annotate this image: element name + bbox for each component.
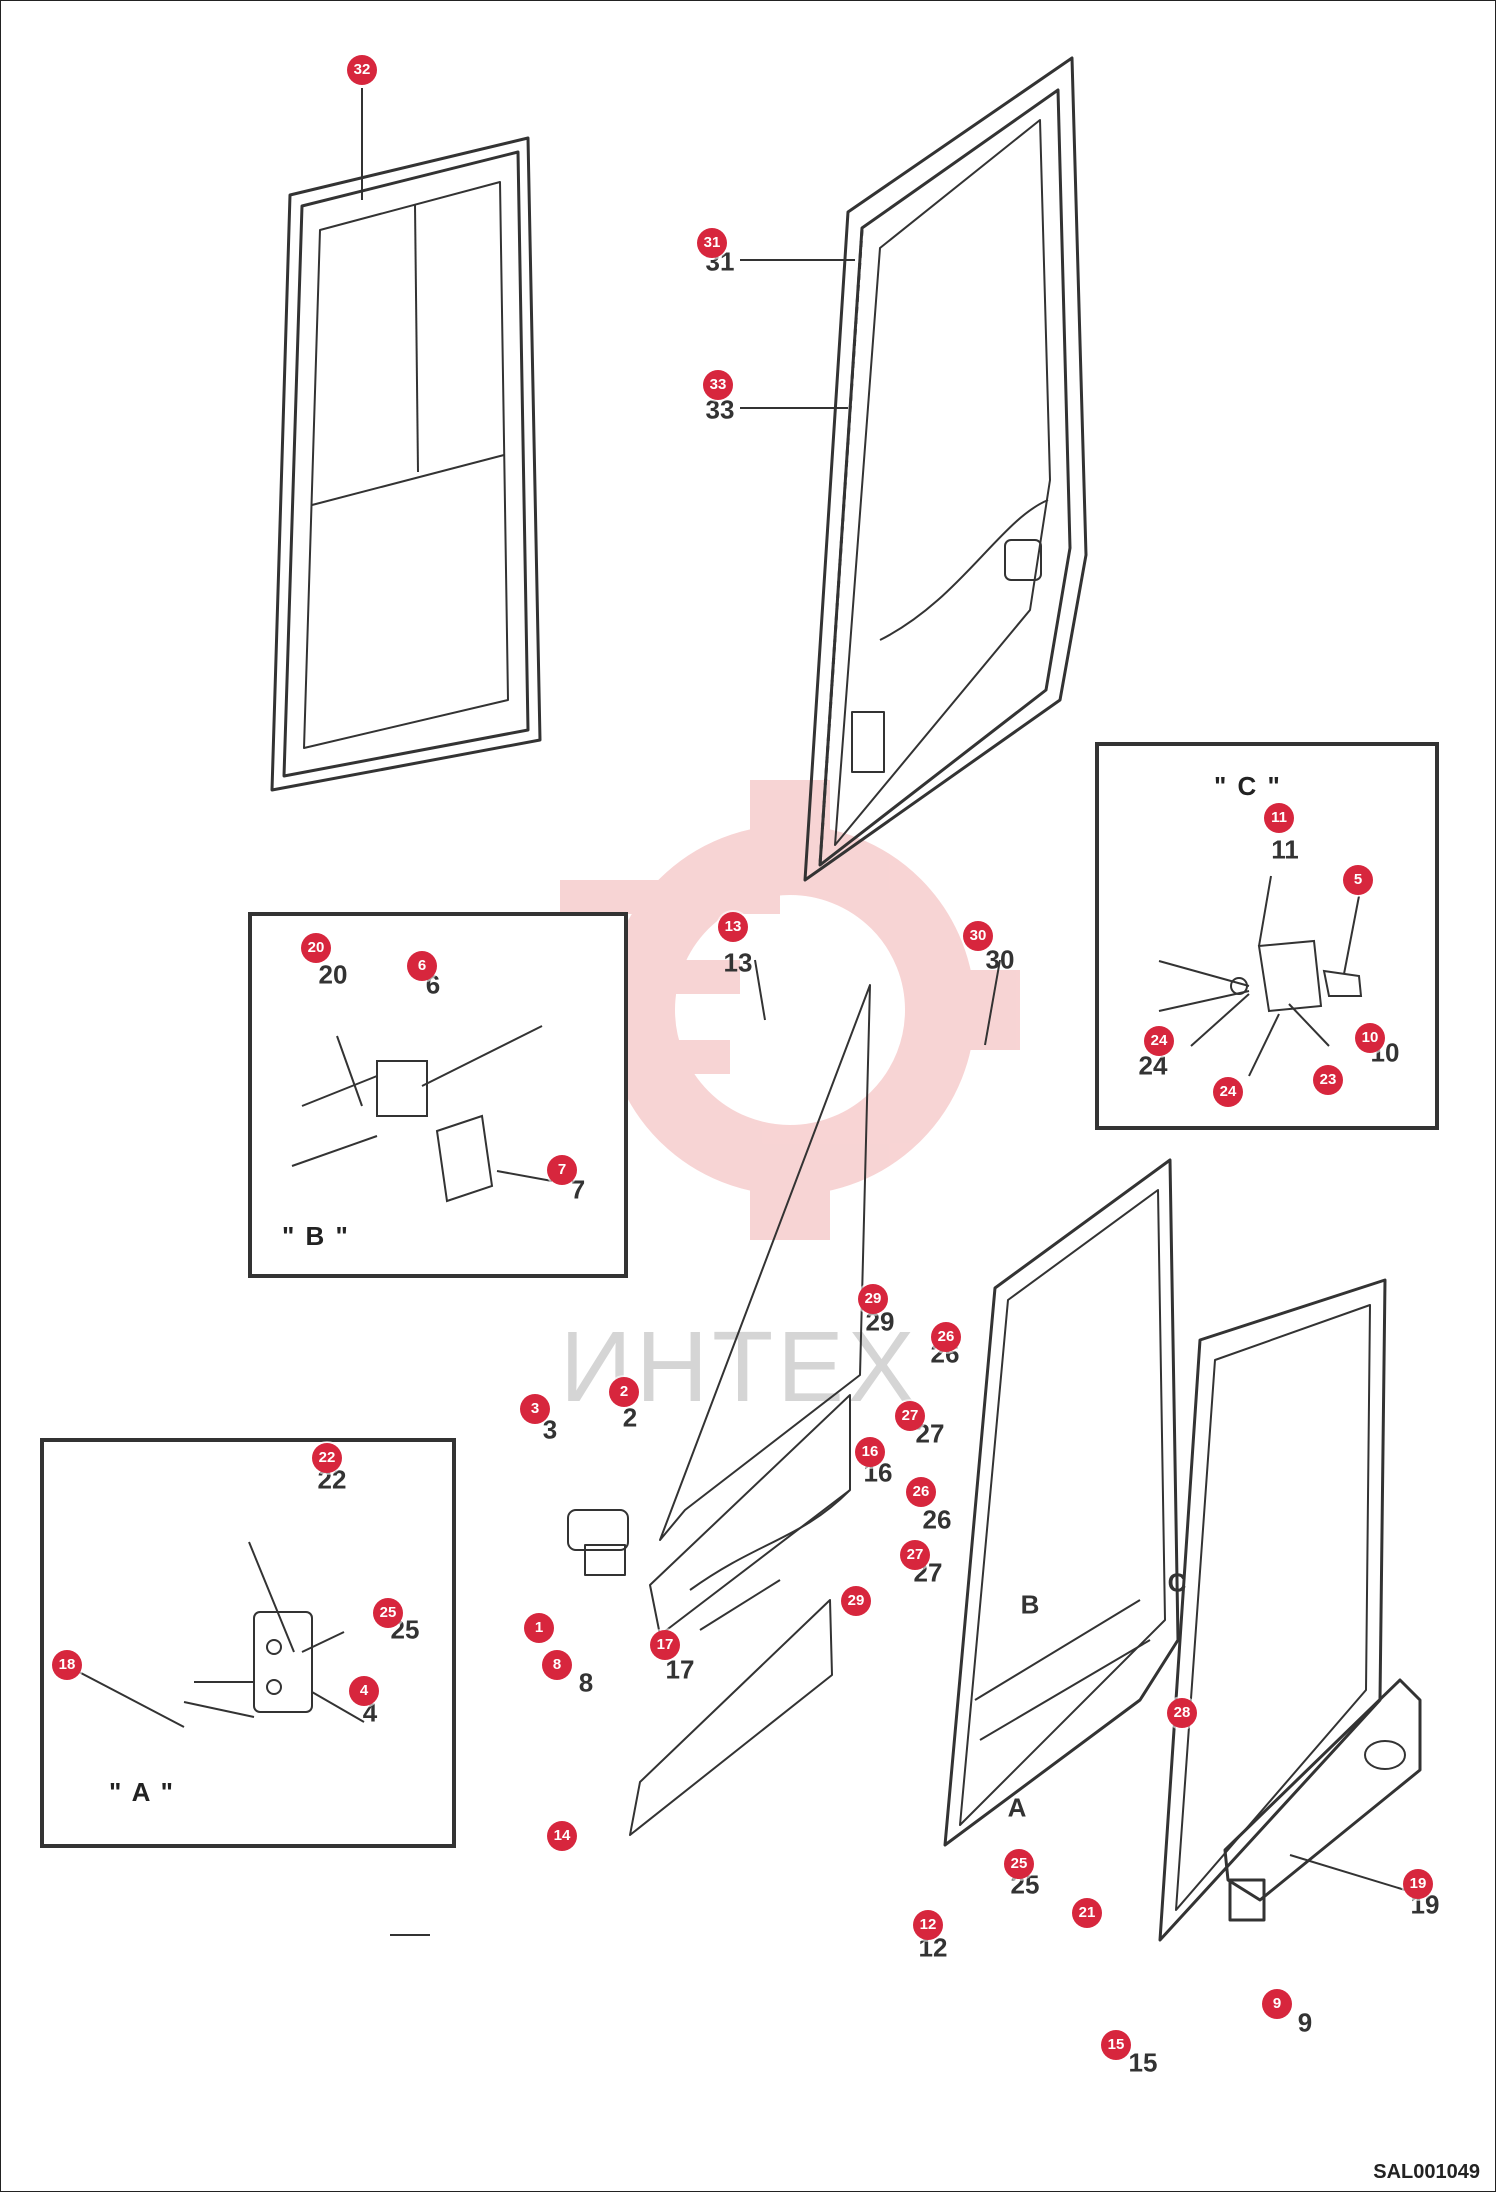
callout-12[interactable]: 12: [913, 1910, 943, 1940]
callout-9[interactable]: 9: [1262, 1989, 1292, 2019]
part-label: 13: [723, 947, 753, 978]
callout-32[interactable]: 32: [347, 55, 377, 85]
callout-18[interactable]: 18: [52, 1650, 82, 1680]
callout-25[interactable]: 25: [373, 1598, 403, 1628]
inset-b-title: " B ": [282, 1221, 350, 1251]
door-hinge: [567, 1509, 629, 1576]
inset-view-c: " C ": [1095, 742, 1439, 1130]
door-frame-upper: [803, 56, 1088, 882]
callout-4[interactable]: 4: [349, 1676, 379, 1706]
callout-23[interactable]: 23: [1313, 1065, 1343, 1095]
callout-6[interactable]: 6: [407, 951, 437, 981]
callout-3[interactable]: 3: [520, 1394, 550, 1424]
inset-b-drawing: [291, 1025, 553, 1203]
callout-17[interactable]: 17: [650, 1630, 680, 1660]
callout-2[interactable]: 2: [609, 1377, 639, 1407]
callout-29[interactable]: 29: [858, 1284, 888, 1314]
callout-8[interactable]: 8: [542, 1650, 572, 1680]
callout-21[interactable]: 21: [1072, 1898, 1102, 1928]
callout-11[interactable]: 11: [1264, 803, 1294, 833]
callout-13[interactable]: 13: [718, 912, 748, 942]
view-marker-b: B: [1020, 1589, 1040, 1620]
part-label: 30: [985, 944, 1015, 975]
inset-c-title: " C ": [1214, 771, 1282, 801]
callout-16[interactable]: 16: [855, 1437, 885, 1467]
callout-24[interactable]: 24: [1144, 1026, 1174, 1056]
part-label: 9: [1297, 2007, 1313, 2038]
drawing-code: SAL001049: [1373, 2161, 1480, 2183]
trim-panel: [659, 984, 871, 1541]
part-label: 3: [542, 1414, 558, 1445]
callout-33[interactable]: 33: [703, 370, 733, 400]
inset-a-drawing: [78, 1541, 365, 1728]
callout-29[interactable]: 29: [841, 1586, 871, 1616]
part-label: 8: [578, 1667, 594, 1698]
callout-26[interactable]: 26: [906, 1477, 936, 1507]
callout-14[interactable]: 14: [547, 1821, 577, 1851]
window-glass-panel: [270, 136, 542, 792]
lower-trim-panel: [629, 1599, 833, 1836]
callout-20[interactable]: 20: [301, 933, 331, 963]
callout-24[interactable]: 24: [1213, 1077, 1243, 1107]
part-label: 17: [665, 1654, 695, 1685]
callout-7[interactable]: 7: [547, 1155, 577, 1185]
callout-31[interactable]: 31: [697, 228, 727, 258]
inset-view-a: " A ": [40, 1438, 456, 1848]
callout-28[interactable]: 28: [1167, 1698, 1197, 1728]
view-marker-a: A: [1007, 1792, 1027, 1823]
callout-22[interactable]: 22: [312, 1443, 342, 1473]
lower-kick-panel: [1223, 1678, 1422, 1922]
callout-27[interactable]: 27: [900, 1540, 930, 1570]
callout-25[interactable]: 25: [1004, 1849, 1034, 1879]
door-frame-lower: [943, 1158, 1180, 1847]
inset-a-title: " A ": [109, 1777, 175, 1807]
part-label: 2: [622, 1402, 638, 1433]
part-label: 26: [922, 1504, 952, 1535]
part-label: 15: [1128, 2047, 1158, 2078]
callout-5[interactable]: 5: [1343, 865, 1373, 895]
door-seal: [1158, 1278, 1387, 1942]
inner-door-panel: [649, 1394, 851, 1636]
callout-27[interactable]: 27: [895, 1401, 925, 1431]
inset-view-b: " B ": [248, 912, 628, 1278]
part-label: 7: [570, 1174, 586, 1205]
part-label: 20: [318, 959, 348, 990]
inset-c-drawing: [1158, 875, 1363, 1077]
part-label: 11: [1271, 834, 1299, 865]
callout-15[interactable]: 15: [1101, 2030, 1131, 2060]
callout-1[interactable]: 1: [524, 1613, 554, 1643]
callout-10[interactable]: 10: [1355, 1023, 1385, 1053]
callout-26[interactable]: 26: [931, 1322, 961, 1352]
view-marker-c: C: [1167, 1567, 1187, 1598]
callout-19[interactable]: 19: [1403, 1869, 1433, 1899]
callout-30[interactable]: 30: [963, 921, 993, 951]
